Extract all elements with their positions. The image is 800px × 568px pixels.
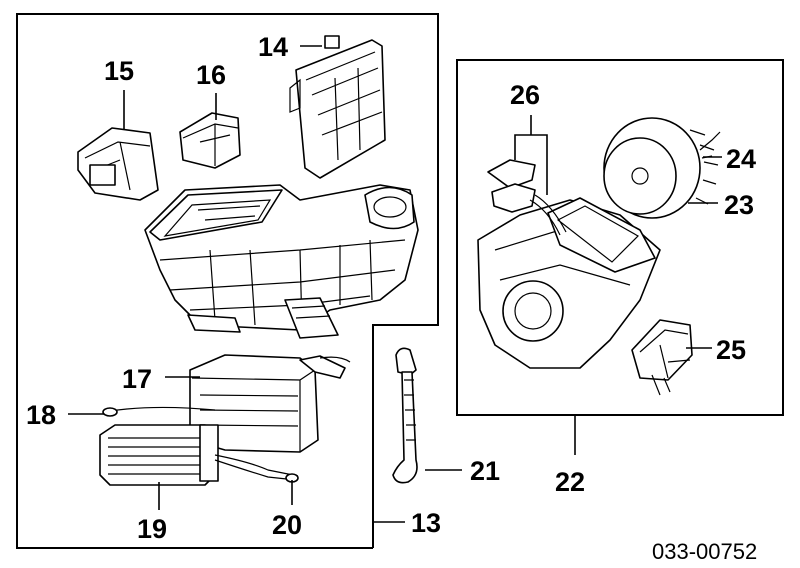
diagram-code: 033-00752 [652, 539, 757, 564]
callout-13: 13 [411, 508, 441, 538]
callout-20: 20 [272, 510, 302, 540]
callout-24: 24 [726, 144, 756, 174]
callout-21: 21 [470, 456, 500, 486]
callout-15: 15 [104, 56, 134, 86]
drain-hose-part [392, 347, 418, 484]
callout-16: 16 [196, 60, 226, 90]
evaporator-part [189, 354, 351, 453]
blower-motor-part [699, 131, 721, 159]
callout-26: 26 [510, 80, 540, 110]
leader-lines [68, 45, 722, 523]
blower-resistor-part [631, 319, 693, 396]
blower-unit-frame [456, 59, 784, 416]
mode-motor-part [77, 127, 159, 201]
recirc-actuator-part [487, 159, 567, 236]
fan-wheel-part [603, 117, 719, 219]
callout-17: 17 [122, 364, 152, 394]
air-mix-motor-part [179, 112, 241, 169]
callout-18: 18 [26, 400, 56, 430]
thermistor-part [102, 406, 216, 417]
blower-housing-part [477, 197, 661, 369]
callout-14: 14 [258, 32, 288, 62]
callout-25: 25 [716, 335, 746, 365]
heater-unit-frame [16, 13, 439, 549]
control-unit-part [289, 35, 386, 179]
heater-housing-part [144, 184, 419, 339]
callout-22: 22 [555, 467, 585, 497]
callout-23: 23 [724, 190, 754, 220]
callout-19: 19 [137, 514, 167, 544]
heater-pipe-part [214, 454, 299, 483]
heater-core-part [99, 424, 219, 486]
